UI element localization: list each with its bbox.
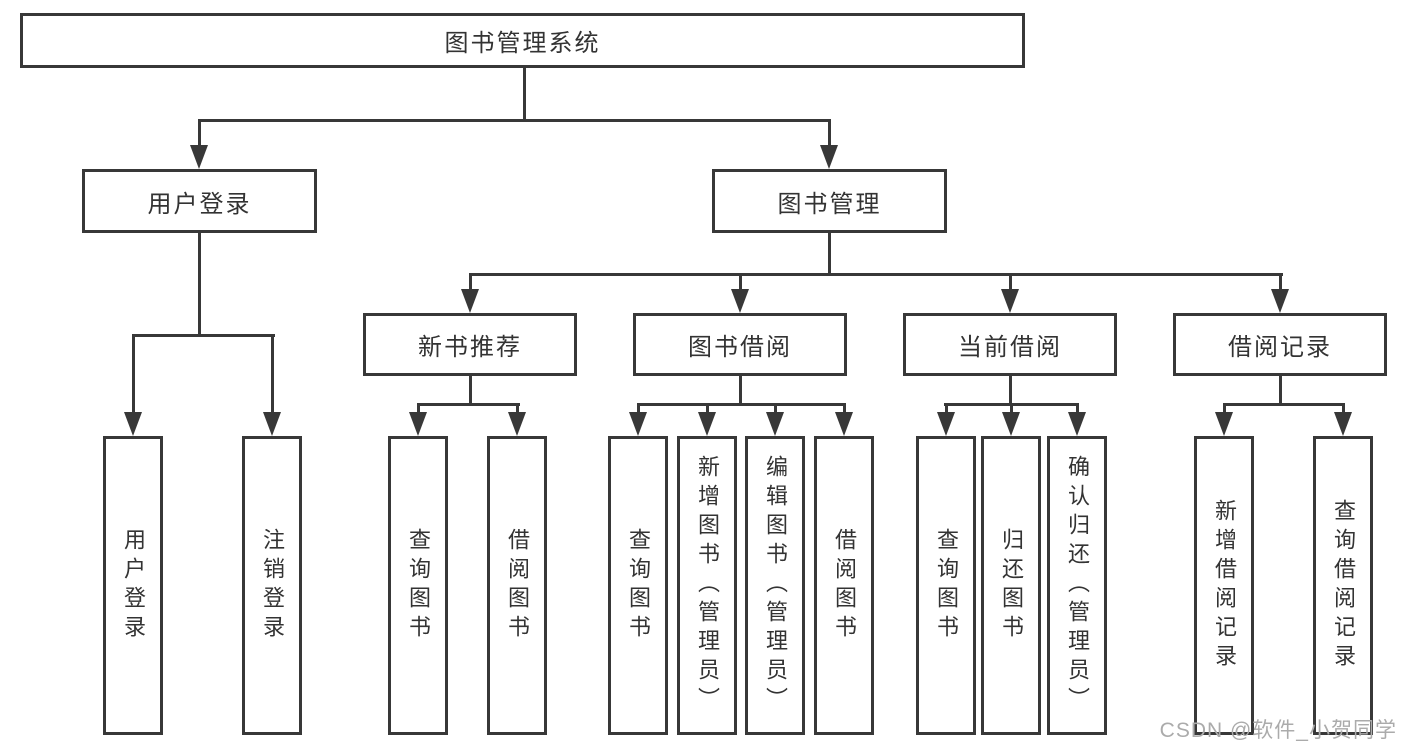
arrow-down-icon (766, 412, 784, 436)
node-borrowing-records: 借阅记录 (1173, 313, 1387, 376)
connector-line (132, 334, 275, 337)
arrow-down-icon (1334, 412, 1352, 436)
arrow-down-icon (937, 412, 955, 436)
leaf-add-borrow-record: 新增借阅记录 (1194, 436, 1254, 735)
connector-line (739, 273, 742, 291)
connector-line (637, 403, 640, 415)
node-new-book-recommendation: 新书推荐 (363, 313, 577, 376)
connector-line (1342, 403, 1345, 415)
leaf-confirm-return-admin: 确认归还（管理员） (1047, 436, 1107, 735)
arrow-down-icon (1271, 289, 1289, 313)
connector-line (843, 403, 846, 415)
leaf-query-books: 查询图书 (608, 436, 668, 735)
arrow-down-icon (508, 412, 526, 436)
arrow-down-icon (190, 145, 208, 169)
leaf-query-books: 查询图书 (388, 436, 448, 735)
connector-line (637, 403, 846, 406)
connector-line (1009, 376, 1012, 406)
arrow-down-icon (461, 289, 479, 313)
connector-line (1223, 403, 1345, 406)
connector-line (739, 376, 742, 406)
arrow-down-icon (1002, 412, 1020, 436)
connector-line (523, 68, 526, 121)
leaf-return-books: 归还图书 (981, 436, 1041, 735)
arrow-down-icon (1001, 289, 1019, 313)
arrow-down-icon (1215, 412, 1233, 436)
leaf-borrow-books: 借阅图书 (487, 436, 547, 735)
node-library-management-system: 图书管理系统 (20, 13, 1025, 68)
connector-line (417, 403, 420, 415)
connector-line (1076, 403, 1079, 415)
connector-line (1279, 376, 1282, 406)
connector-line (271, 334, 274, 414)
arrow-down-icon (124, 412, 142, 436)
connector-line (469, 273, 472, 291)
connector-line (132, 334, 135, 414)
arrow-down-icon (835, 412, 853, 436)
leaf-borrow-books: 借阅图书 (814, 436, 874, 735)
leaf-user-login: 用户登录 (103, 436, 163, 735)
arrow-down-icon (820, 145, 838, 169)
connector-line (417, 403, 520, 406)
node-user-login: 用户登录 (82, 169, 317, 233)
node-book-borrowing: 图书借阅 (633, 313, 847, 376)
connector-line (198, 119, 831, 122)
connector-line (1009, 273, 1012, 291)
node-book-management: 图书管理 (712, 169, 947, 233)
arrow-down-icon (731, 289, 749, 313)
connector-line (469, 273, 1283, 276)
leaf-query-books: 查询图书 (916, 436, 976, 735)
connector-line (1279, 273, 1282, 291)
leaf-edit-book-admin: 编辑图书（管理员） (745, 436, 805, 735)
connector-line (1223, 403, 1226, 415)
leaf-add-book-admin: 新增图书（管理员） (677, 436, 737, 735)
connector-line (828, 233, 831, 276)
connector-line (198, 233, 201, 337)
leaf-query-borrow-record: 查询借阅记录 (1313, 436, 1373, 735)
connector-line (198, 119, 201, 149)
connector-line (469, 376, 472, 406)
arrow-down-icon (629, 412, 647, 436)
arrow-down-icon (409, 412, 427, 436)
csdn-watermark: CSDN @软件_小贺同学 (1159, 719, 1397, 742)
connector-line (706, 403, 709, 415)
connector-line (516, 403, 519, 415)
arrow-down-icon (698, 412, 716, 436)
connector-line (828, 119, 831, 149)
connector-line (1010, 403, 1013, 415)
leaf-logout: 注销登录 (242, 436, 302, 735)
arrow-down-icon (1068, 412, 1086, 436)
node-current-borrowing: 当前借阅 (903, 313, 1117, 376)
connector-line (774, 403, 777, 415)
arrow-down-icon (263, 412, 281, 436)
connector-line (945, 403, 948, 415)
